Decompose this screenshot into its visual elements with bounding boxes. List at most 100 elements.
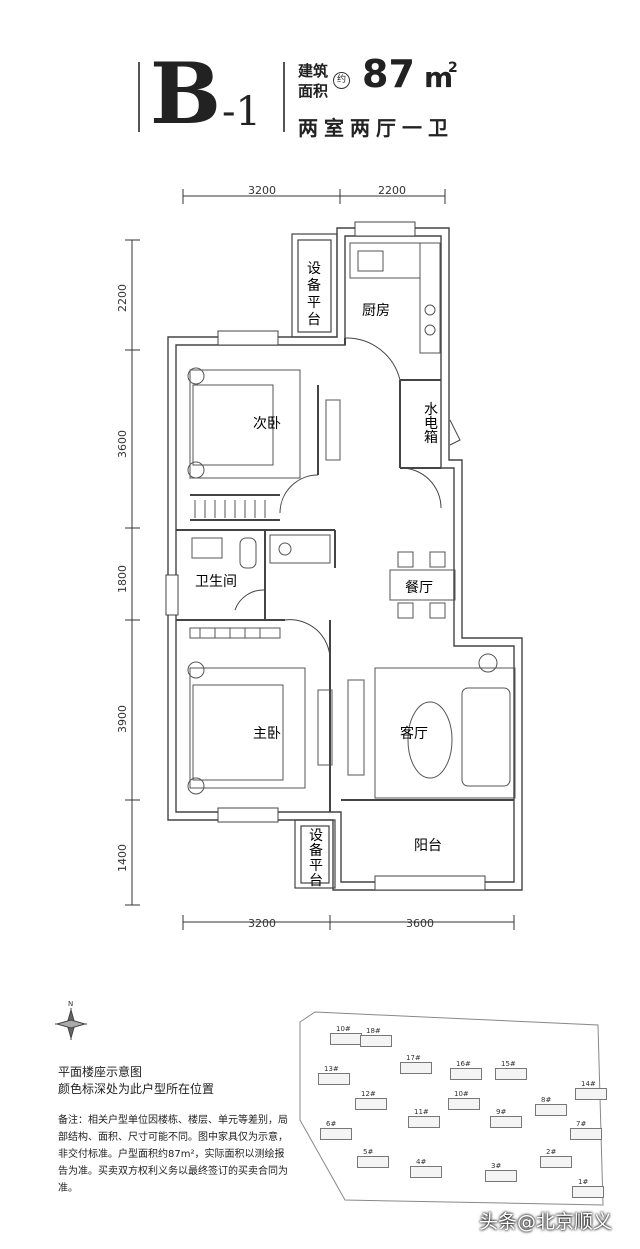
dim-top-2: 2200 <box>378 184 406 197</box>
label-bathroom: 卫生间 <box>195 574 237 590</box>
site-building-label: 8# <box>541 1096 552 1104</box>
tv-cabinet <box>317 689 333 766</box>
site-building <box>318 1073 350 1085</box>
interior-walls <box>176 338 514 812</box>
furniture <box>187 242 516 799</box>
label-dining: 餐厅 <box>405 580 433 596</box>
site-building <box>575 1088 607 1100</box>
site-building <box>320 1128 352 1140</box>
plan-header: B -1 建筑 面积 约 87 m 2 两室两厅一卫 <box>0 0 640 160</box>
label-master-bedroom: 主卧 <box>253 726 281 742</box>
dim-top-1: 3200 <box>248 184 276 197</box>
label-equipment-bottom-3: 平 <box>309 858 323 874</box>
header-left-divider <box>138 62 140 132</box>
site-building-label: 12# <box>361 1090 376 1098</box>
area-label-line1: 建筑 <box>298 62 329 80</box>
label-meter-box-2: 电 <box>424 416 438 432</box>
site-building-label: 3# <box>491 1162 502 1170</box>
second-bedroom-rug <box>189 369 301 479</box>
source-watermark: 头条@北京顺义 <box>478 1211 612 1233</box>
second-bedroom-lamp-top <box>187 367 205 385</box>
door-swings <box>234 337 461 661</box>
area-approx-badge: 约 <box>333 72 350 89</box>
label-living: 客厅 <box>400 725 428 742</box>
site-building <box>572 1186 604 1198</box>
site-building-label: 18# <box>366 1027 381 1035</box>
label-equipment-bottom-1: 设 <box>309 828 323 844</box>
area-unit: m <box>424 61 454 94</box>
site-plan-title: 平面楼座示意图 <box>58 1065 143 1079</box>
site-building-label: 17# <box>406 1054 421 1062</box>
label-equipment-top-2: 备 <box>307 277 321 294</box>
site-building <box>448 1098 480 1110</box>
label-equipment-bottom-2: 备 <box>309 842 323 859</box>
master-bedroom-rug <box>189 667 306 789</box>
site-building <box>450 1068 482 1080</box>
site-building <box>570 1128 602 1140</box>
site-plan-subtitle: 颜色标深处为此户型所在位置 <box>58 1082 215 1096</box>
unit-type-letter: B <box>150 44 221 143</box>
site-building <box>357 1156 389 1168</box>
site-building <box>490 1116 522 1128</box>
bath-sink-counter <box>269 534 331 564</box>
label-equipment-top-1: 设 <box>307 261 321 277</box>
second-bedroom-bed <box>192 384 274 466</box>
window-second-bedroom <box>217 330 279 346</box>
site-building-label: 4# <box>416 1158 427 1166</box>
dim-left-2: 3600 <box>116 430 129 458</box>
area-value: 87 <box>362 52 415 96</box>
coffee-table <box>407 701 453 779</box>
label-balcony: 阳台 <box>414 838 442 854</box>
dim-bottom-2: 3600 <box>406 917 434 930</box>
label-meter-box-3: 箱 <box>424 430 438 446</box>
dim-left-3: 1800 <box>116 565 129 593</box>
site-building-label: 16# <box>456 1060 471 1068</box>
label-equipment-top-4: 台 <box>307 312 321 328</box>
window-master-bedroom <box>217 807 279 823</box>
window-balcony <box>374 875 486 891</box>
site-building-label: 5# <box>363 1148 374 1156</box>
site-building <box>408 1116 440 1128</box>
second-bedroom-lamp-bottom <box>187 461 205 479</box>
site-building-label: 10# <box>336 1025 351 1033</box>
site-building-label: 9# <box>496 1108 507 1116</box>
site-building <box>330 1033 362 1045</box>
dim-left-4: 3900 <box>116 705 129 733</box>
site-building-label: 11# <box>414 1108 429 1116</box>
area-label-line2: 面积 <box>298 82 329 100</box>
label-second-bedroom: 次卧 <box>253 416 281 432</box>
toilet <box>239 537 257 569</box>
site-building-label: 15# <box>501 1060 516 1068</box>
living-room-rug <box>374 667 516 799</box>
site-building-label: 13# <box>324 1065 339 1073</box>
site-building <box>535 1104 567 1116</box>
floor-plan-diagram: 3200 2200 3200 3600 2200 3600 1800 3900 … <box>116 184 523 930</box>
header-mid-divider <box>283 62 285 132</box>
site-building-label: 6# <box>326 1120 337 1128</box>
site-building <box>485 1170 517 1182</box>
equipment-platform-bottom <box>294 819 336 889</box>
equipment-platform-top <box>291 233 338 338</box>
area-unit-sup: 2 <box>448 60 458 76</box>
label-equipment-top-3: 平 <box>307 295 321 311</box>
site-building <box>360 1035 392 1047</box>
site-building <box>540 1156 572 1168</box>
unit-type-number: -1 <box>222 89 261 135</box>
dim-left-5: 1400 <box>116 844 129 872</box>
site-building-label: 14# <box>581 1080 596 1088</box>
site-building-label: 7# <box>576 1120 587 1128</box>
sofa <box>461 687 511 787</box>
master-bedroom-bed <box>192 684 284 781</box>
site-building-label: 2# <box>546 1148 557 1156</box>
window-kitchen <box>354 221 416 237</box>
label-equipment-bottom-4: 台 <box>309 873 323 889</box>
label-kitchen: 厨房 <box>362 303 390 319</box>
window-bathroom <box>165 574 179 616</box>
site-building <box>355 1098 387 1110</box>
site-building-label: 10# <box>454 1090 469 1098</box>
disclaimer-notes: 备注：相关户型单位因楼栋、楼层、单元等差别，局部结构、面积、尺寸可能不同。图中家… <box>58 1115 288 1194</box>
dim-left-1: 2200 <box>116 284 129 312</box>
kitchen-stove-counter <box>419 242 441 354</box>
site-building <box>410 1166 442 1178</box>
